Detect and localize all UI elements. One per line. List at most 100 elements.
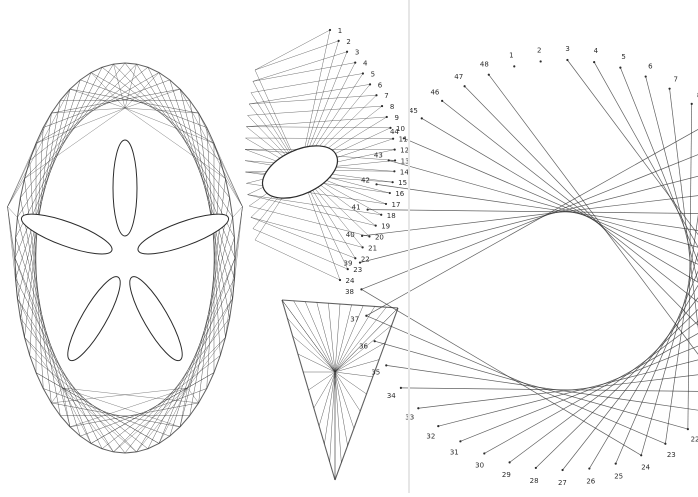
hole-label: 36: [359, 343, 368, 351]
hole-dot: [361, 235, 363, 237]
hole-label: 4: [363, 60, 368, 68]
hole-label: 9: [395, 114, 399, 122]
petal-string: [8, 113, 52, 207]
ellipse-chord: [170, 238, 235, 437]
hole-dot: [385, 203, 387, 205]
hole-label: 3: [565, 45, 569, 53]
triangle-string: [293, 336, 335, 372]
hole-dot: [389, 192, 391, 194]
hole-label: 2: [537, 47, 541, 55]
triangle-string: [335, 372, 360, 411]
hole-label: 18: [387, 212, 396, 220]
hole-dot: [509, 461, 511, 463]
hole-dot: [640, 454, 642, 456]
hole-label: 20: [375, 234, 384, 242]
hole-dot: [540, 60, 542, 62]
hole-dot: [393, 170, 395, 172]
curve-string: [536, 241, 698, 468]
hole-label: 6: [378, 81, 383, 89]
hole-label: 17: [392, 201, 401, 209]
hole-dot: [403, 137, 405, 139]
petal-string: [8, 207, 25, 338]
hole-dot: [392, 138, 394, 140]
ellipse-border: [125, 63, 136, 64]
hole-dot: [361, 246, 363, 248]
curve-string: [442, 101, 698, 346]
triangle-string: [335, 372, 348, 446]
petal-string: [63, 388, 181, 427]
hole-label: 32: [426, 433, 435, 441]
ellipse-border: [36, 373, 43, 389]
petal-shape: [113, 140, 137, 236]
hole-dot: [417, 407, 419, 409]
hole-label: 21: [368, 244, 377, 252]
petal-string: [15, 258, 63, 388]
ellipse-border: [207, 373, 214, 389]
hole-dot: [381, 105, 383, 107]
hole-dot: [664, 443, 666, 445]
petal-string: [51, 388, 62, 403]
hole-dot: [347, 268, 349, 270]
triangle-string: [314, 372, 335, 408]
curve-string: [362, 189, 698, 236]
hole-label: 23: [667, 451, 676, 459]
hole-dot: [593, 61, 595, 63]
ellipse-border: [148, 67, 159, 72]
curve-string: [465, 86, 698, 369]
curve-string: [361, 289, 641, 455]
hole-label: 44: [390, 128, 399, 136]
petal-string: [63, 388, 114, 452]
petal-string: [25, 108, 125, 179]
hole-dot: [362, 72, 364, 74]
ellipse-border: [125, 452, 136, 453]
petal-shape: [60, 271, 129, 366]
fan-string: [255, 240, 340, 280]
hole-label: 41: [352, 203, 361, 211]
hole-label: 16: [395, 190, 404, 198]
hole-dot: [374, 340, 376, 342]
petal-shape: [122, 271, 191, 366]
triangle-string: [305, 302, 335, 372]
petal-string: [188, 258, 236, 388]
triangle-string: [328, 303, 335, 372]
hole-dot: [459, 440, 461, 442]
ellipse-chord: [180, 217, 233, 426]
hole-label: 6: [648, 63, 653, 71]
hole-dot: [588, 467, 590, 469]
ellipse-petal-pattern: [8, 63, 243, 453]
ellipse-border: [148, 443, 159, 448]
petal-string: [125, 108, 225, 179]
triangle-string: [309, 372, 336, 390]
hole-dot: [394, 159, 396, 161]
hole-dot: [365, 315, 367, 317]
hole-dot: [535, 467, 537, 469]
petal-string: [225, 207, 242, 338]
curve-string: [616, 165, 698, 464]
ellipse-border: [114, 63, 125, 64]
triangle-string: [324, 372, 335, 444]
hole-label: 35: [371, 368, 380, 376]
fan-string: [249, 84, 370, 104]
hole-label: 2: [346, 38, 350, 46]
hole-label: 7: [384, 92, 388, 100]
hole-dot: [354, 62, 356, 64]
hole-dot: [375, 94, 377, 96]
ellipse-border: [230, 198, 233, 218]
hole-dot: [561, 469, 563, 471]
petal-string: [136, 388, 187, 452]
hole-label: 3: [355, 49, 359, 57]
fan-string: [248, 106, 382, 115]
hole-label: 25: [614, 472, 623, 480]
hole-dot: [392, 181, 394, 183]
hole-label: 24: [641, 463, 650, 471]
ellipse-border: [114, 452, 125, 453]
fan-string: [245, 138, 393, 139]
hole-label: 43: [374, 151, 383, 159]
hole-dot: [488, 74, 490, 76]
hole-dot: [619, 67, 621, 69]
triangle-string: [282, 300, 335, 372]
fan-string: [255, 41, 339, 70]
